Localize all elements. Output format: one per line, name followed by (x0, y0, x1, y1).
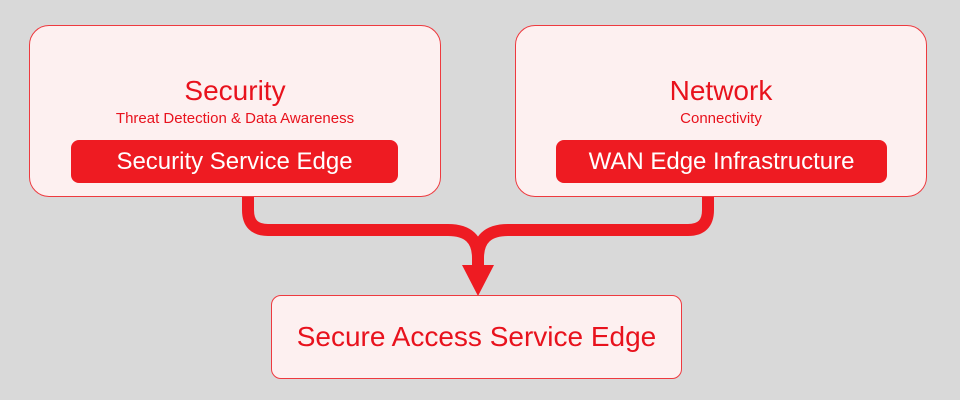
network-title: Network (669, 75, 773, 106)
sase-label: Secure Access Service Edge (296, 321, 657, 352)
connector-right-branch (472, 195, 714, 268)
security-title: Security (184, 75, 286, 106)
connector-left-branch (242, 195, 484, 268)
wan-edge-pill: WAN Edge Infrastructure (556, 140, 887, 183)
security-card: Security Threat Detection & Data Awarene… (29, 25, 441, 197)
security-subtitle: Threat Detection & Data Awareness (115, 110, 355, 127)
security-service-edge-pill: Security Service Edge (71, 140, 398, 183)
network-subtitle: Connectivity (680, 110, 762, 127)
sase-card: Secure Access Service Edge (271, 295, 682, 379)
network-card: Network Connectivity WAN Edge Infrastruc… (515, 25, 927, 197)
connector-arrowhead (462, 265, 494, 296)
